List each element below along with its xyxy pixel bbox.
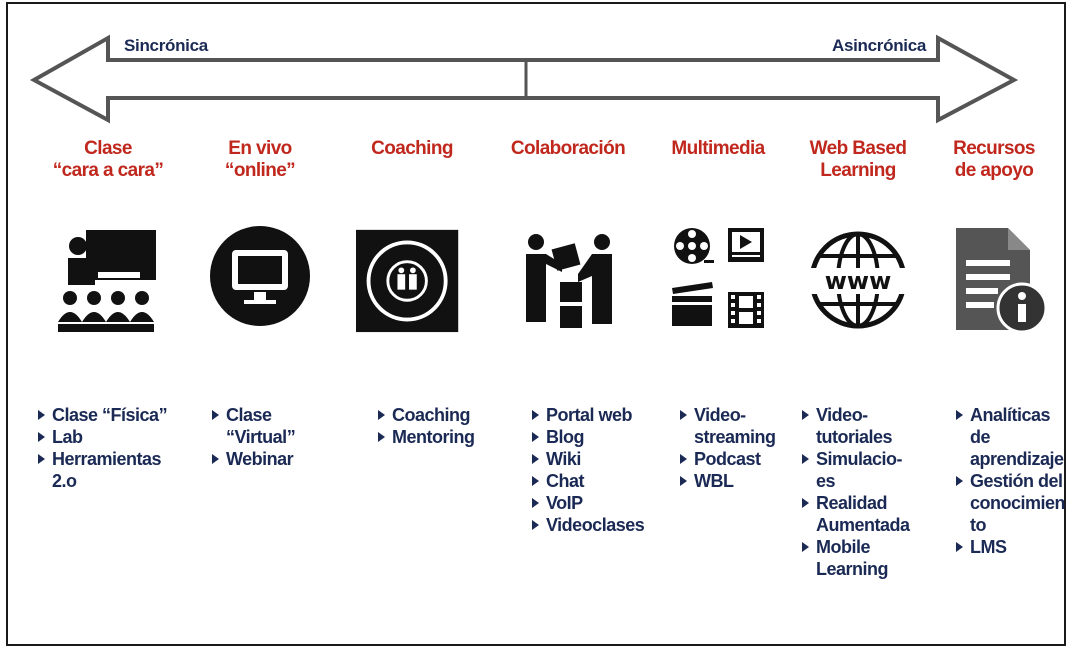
- list-item: Wiki: [528, 448, 644, 470]
- multimedia-icon: [672, 228, 764, 328]
- list-item: VoIP: [528, 492, 644, 514]
- column-title: Clase “cara a cara”: [52, 138, 164, 181]
- sync-async-arrow: [29, 34, 1019, 124]
- document-info-icon: [956, 228, 1048, 334]
- list-item: Videoclases: [528, 514, 645, 536]
- list-item: Portal web: [528, 404, 644, 426]
- column-items: Clase“Virtual” Webinar: [208, 404, 296, 470]
- column-title: En vivo “online”: [224, 138, 296, 181]
- monitor-icon: [210, 226, 310, 326]
- list-item: LMS: [952, 536, 1065, 558]
- column-title: Multimedia: [671, 138, 765, 159]
- globe-www-icon: www: [808, 231, 908, 329]
- column-items: Video-streaming Podcast WBL: [676, 404, 776, 492]
- column-title: Coaching: [371, 138, 453, 159]
- column-title: Colaboración: [510, 138, 626, 159]
- list-item: Blog: [528, 426, 644, 448]
- list-item: Mentoring: [374, 426, 475, 448]
- coaching-icon: [356, 229, 459, 333]
- list-item: Coaching: [374, 404, 475, 426]
- column-title: Web Based Learning: [809, 138, 907, 181]
- www-text: www: [825, 267, 892, 295]
- column-items: Portal web Blog Wiki Chat VoIP Videoclas…: [528, 404, 645, 536]
- column-title: Recursos de apoyo: [953, 138, 1035, 181]
- diagram-frame: [6, 2, 1066, 646]
- list-item: Video-streaming: [676, 404, 776, 448]
- sync-label: Sincrónica: [124, 36, 208, 55]
- async-label: Asincrónica: [832, 36, 927, 55]
- classroom-icon: [58, 230, 156, 332]
- list-item: Clase “Física”: [34, 404, 168, 426]
- list-item: Lab: [34, 426, 167, 448]
- list-item: Clase“Virtual”: [208, 404, 296, 448]
- list-item: Chat: [528, 470, 644, 492]
- list-item: Podcast: [676, 448, 776, 470]
- column-items: Coaching Mentoring: [374, 404, 475, 448]
- list-item: Simulacio-es: [798, 448, 910, 492]
- list-item: Video-tutoriales: [798, 404, 910, 448]
- list-item: Webinar: [208, 448, 295, 470]
- list-item: WBL: [676, 470, 776, 492]
- collaboration-icon: [526, 234, 612, 328]
